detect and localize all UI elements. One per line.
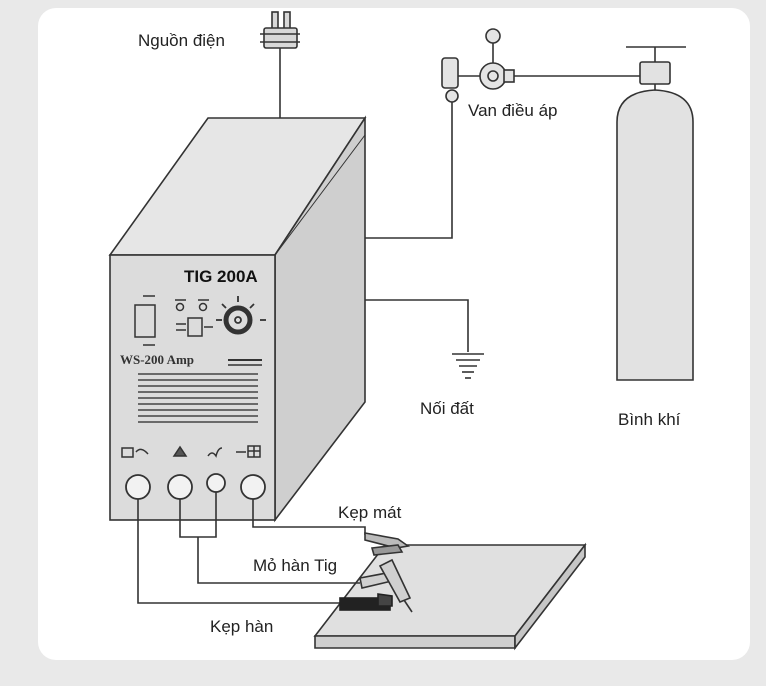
socket-gas (206, 473, 226, 493)
gas-hose (365, 46, 686, 239)
current-knob-icon (216, 296, 266, 335)
ground-symbol-icon (452, 353, 484, 379)
pressure-regulator-icon (441, 28, 515, 103)
socket-symbols (121, 445, 261, 458)
label-gas-cylinder: Bình khí (618, 410, 681, 429)
label-ground: Nối đất (420, 399, 474, 418)
gas-cylinder (616, 61, 694, 381)
panel-text-label: WS-200 Amp (120, 352, 262, 367)
machine-model-label: TIG 200A (184, 267, 258, 286)
label-power-source: Nguồn điện (138, 31, 225, 50)
cable-tig-torch-main (197, 537, 360, 584)
workpiece-plate (313, 542, 587, 651)
cable-ground-clamp (252, 499, 366, 535)
socket-clamp (125, 474, 151, 500)
ventilation-grille (138, 373, 258, 423)
welding-clamp-icon (339, 593, 393, 611)
ground-wire (365, 299, 469, 352)
label-welding-clamp: Kẹp hàn (210, 617, 273, 636)
ground-clamp-icon (364, 532, 411, 556)
tig-torch-icon (359, 558, 413, 613)
welding-cables (137, 492, 366, 604)
cable-welding-clamp (137, 499, 345, 604)
svg-text:WS-200 Amp: WS-200 Amp (120, 352, 194, 367)
machine-control-panel (134, 295, 213, 346)
welding-machine (108, 115, 367, 523)
label-ground-clamp: Kẹp mát (338, 503, 402, 522)
label-regulator-valve: Van điều áp (468, 101, 557, 120)
power-plug-icon (260, 11, 300, 118)
socket-ground (240, 474, 266, 500)
label-tig-torch: Mỏ hàn Tig (253, 556, 337, 575)
socket-torch (167, 474, 193, 500)
